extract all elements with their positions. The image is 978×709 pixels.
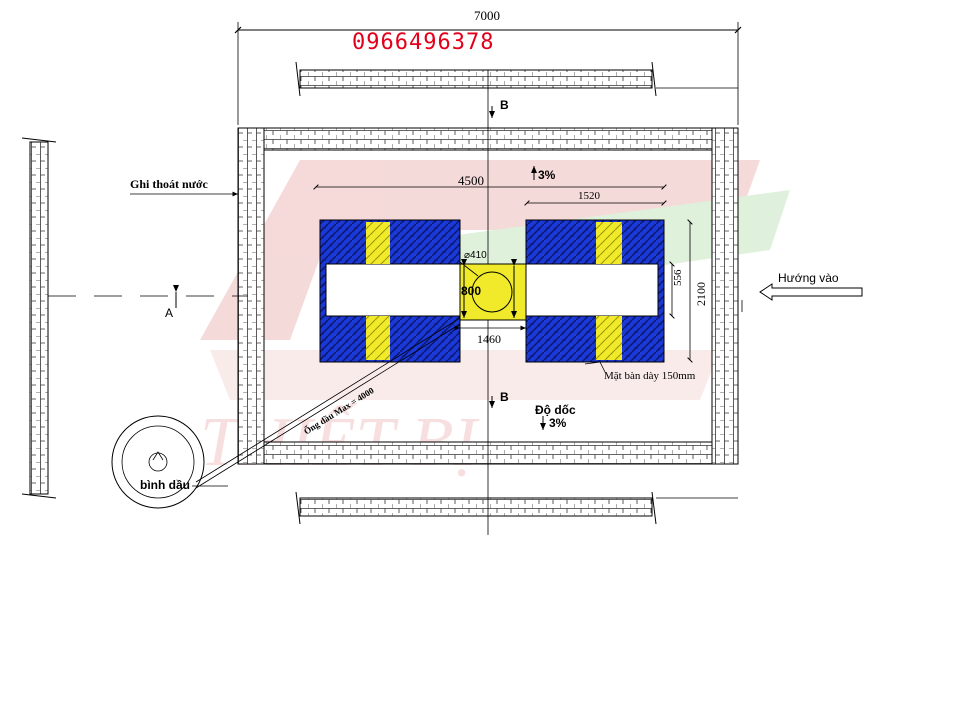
section-b-top-label: B: [500, 98, 509, 112]
dim-pad-depth-label: 2100: [694, 282, 708, 306]
top-brick-strip: [299, 69, 653, 89]
slope-bottom-label: 3%: [549, 416, 567, 430]
right-pad: [525, 219, 665, 363]
slope-top-label: 3%: [538, 168, 556, 182]
oil-tank-icon: [111, 415, 205, 509]
slab-label: Mặt bàn dày 150mm: [604, 370, 696, 382]
left-pad: [319, 219, 461, 363]
oil-pipe-line: [195, 317, 461, 489]
drain-grate-label: Ghi thoát nước: [130, 177, 208, 191]
dim-pad-inner-label: 556: [672, 269, 684, 287]
entry-arrow: [759, 283, 863, 301]
dim-diameter-value: 410: [470, 250, 487, 261]
dim-center-box-label: 800: [461, 284, 482, 298]
oil-tank-label: bình dầu: [140, 478, 190, 492]
slope-title-label: Độ dốc: [535, 403, 576, 417]
section-b-bottom-label: B: [500, 390, 509, 404]
dim-pad-length-label: 1520: [578, 190, 600, 202]
dim-total-width: [234, 22, 742, 125]
left-brick-strip: [29, 141, 49, 495]
dim-diameter-label: ⌀410: [464, 250, 487, 261]
phone-number: 0966496378: [352, 30, 495, 55]
dim-total-width-label: 7000: [474, 8, 500, 23]
dim-pad-gap-label: 1460: [477, 332, 501, 346]
entry-direction-label: Hướng vào: [778, 271, 839, 285]
dim-inner-span-label: 4500: [458, 173, 484, 188]
section-a-label: A: [165, 306, 174, 320]
bottom-brick-strip: [299, 497, 653, 517]
